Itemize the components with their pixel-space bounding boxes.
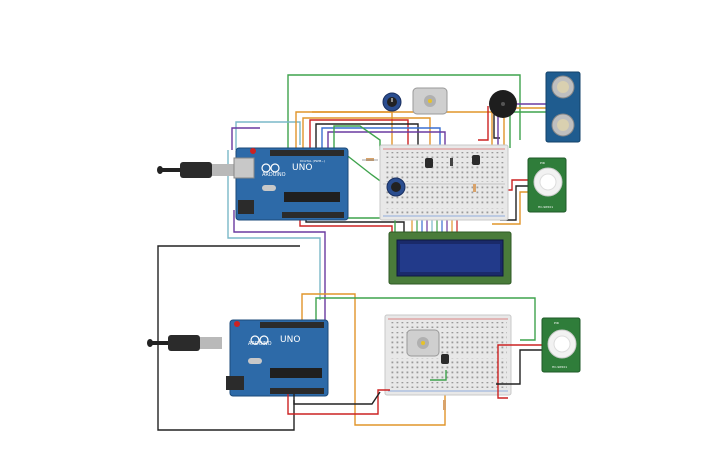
wire-bottom-green[interactable] bbox=[430, 370, 447, 381]
wire-orange-mid[interactable] bbox=[301, 293, 446, 426]
bottom-wires bbox=[287, 344, 542, 415]
wire-lcd-red[interactable] bbox=[299, 218, 393, 232]
wire-bottom-red[interactable] bbox=[287, 389, 390, 415]
wire-bottom-pir-black[interactable] bbox=[496, 349, 542, 385]
resistor-top-1[interactable] bbox=[362, 158, 378, 161]
wire-blue-1[interactable] bbox=[321, 127, 441, 150]
pir-top-label: PIR bbox=[540, 161, 545, 165]
arduino-top-logo: ARDUINO UNO DIGITAL (PWM~) bbox=[262, 159, 325, 178]
buzzer[interactable] bbox=[489, 90, 517, 118]
arduino-top[interactable]: ARDUINO UNO DIGITAL (PWM~) bbox=[157, 147, 349, 221]
wire-red-buzzer[interactable] bbox=[478, 106, 489, 141]
diode-top[interactable] bbox=[450, 158, 453, 166]
wire-pir-top-2[interactable] bbox=[500, 185, 528, 221]
wire-bottom-black[interactable] bbox=[293, 391, 381, 405]
potentiometer-mid[interactable] bbox=[386, 177, 406, 197]
lcd-display[interactable] bbox=[388, 231, 512, 285]
pir-sensor-top[interactable]: PIR HC-SR501 bbox=[527, 157, 567, 213]
wire-pir-top-3[interactable] bbox=[492, 191, 528, 225]
potentiometer-top[interactable] bbox=[382, 92, 402, 112]
arduino-bottom-brand: ARDUINO bbox=[248, 341, 272, 347]
arduino-top-digital: DIGITAL (PWM~) bbox=[300, 159, 325, 163]
wire-teal-outer[interactable] bbox=[227, 150, 321, 300]
wire-green-mid[interactable] bbox=[315, 297, 536, 341]
wire-black-1[interactable] bbox=[315, 123, 419, 150]
arduino-top-brand: ARDUINO bbox=[262, 172, 286, 178]
transistor-top-2[interactable] bbox=[472, 155, 480, 165]
wire-purple-loop[interactable] bbox=[231, 127, 260, 150]
pir-bottom-model: HC-SR501 bbox=[552, 365, 567, 369]
arduino-bottom-model: UNO bbox=[280, 335, 300, 345]
transistor-bottom[interactable] bbox=[441, 354, 449, 364]
dc-motor-top[interactable] bbox=[412, 87, 448, 115]
pir-sensor-bottom[interactable]: PIR HC-SR501 bbox=[541, 317, 581, 373]
wire-purple-2[interactable] bbox=[327, 131, 446, 150]
wire-red-1[interactable] bbox=[309, 119, 409, 150]
wire-orange-2[interactable] bbox=[302, 117, 431, 150]
pir-bottom-label: PIR bbox=[554, 321, 559, 325]
resistor-bottom[interactable] bbox=[443, 400, 446, 410]
wire-teal-loop[interactable] bbox=[235, 121, 301, 150]
transistor-top-1[interactable] bbox=[425, 158, 433, 168]
wire-purple-down[interactable] bbox=[233, 210, 326, 320]
pir-top-model: HC-SR501 bbox=[538, 205, 553, 209]
arduino-bottom[interactable]: ARDUINO UNO bbox=[147, 319, 329, 397]
wire-pir-top-1[interactable] bbox=[506, 179, 528, 191]
dc-motor-bottom[interactable] bbox=[406, 329, 440, 357]
wire-black-left[interactable] bbox=[157, 245, 300, 431]
wire-us-1[interactable] bbox=[509, 111, 548, 148]
wire-green-2[interactable] bbox=[333, 125, 381, 150]
resistor-top-2[interactable] bbox=[473, 184, 476, 192]
ultrasonic-sensor[interactable] bbox=[545, 71, 581, 143]
arduino-top-model: UNO bbox=[292, 163, 312, 173]
wire-bottom-pir-red[interactable] bbox=[497, 344, 542, 399]
